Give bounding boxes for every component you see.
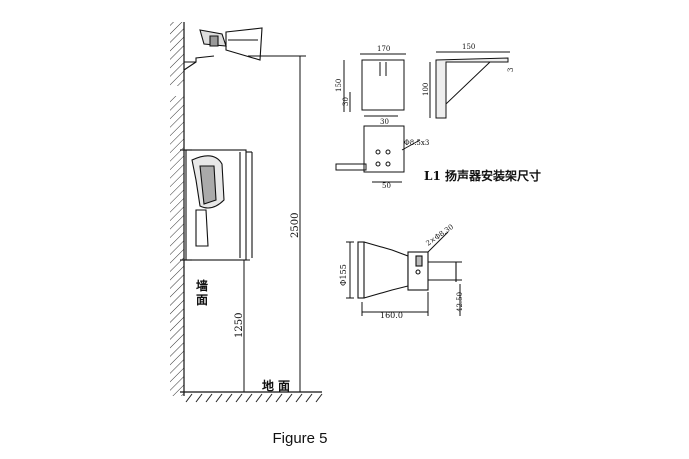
dim-total-height: 2500	[290, 213, 301, 238]
figure-caption: Figure 5	[272, 430, 328, 447]
dim-side-width: 150	[462, 43, 475, 51]
dim-horn-offset: 42.50	[456, 292, 464, 312]
horn-drawing	[357, 241, 462, 299]
horn-speaker-mounted	[183, 27, 263, 71]
dim-top-width: 170	[377, 45, 390, 53]
wall	[170, 22, 185, 396]
ground-label-2: 面	[278, 379, 290, 393]
bracket-front-view	[343, 53, 406, 117]
ground-label-1: 地	[262, 378, 274, 393]
dim-hole: Φ8.5x3	[404, 139, 429, 147]
wall-label-2: 面	[196, 293, 208, 307]
dim-bottom: 50	[382, 182, 391, 190]
dim-mount-height: 1250	[234, 313, 245, 338]
wall-label-1: 墙	[196, 278, 208, 293]
bracket-title: L1 扬声器安装架尺寸	[424, 168, 541, 183]
horn-dimension-lines	[346, 231, 461, 316]
dim-horn-diameter: Φ155	[339, 264, 348, 286]
bracket-top-view	[335, 125, 421, 183]
dim-horn-holes: 2×Φ8.30	[425, 223, 456, 248]
dim-height: 150	[335, 79, 343, 92]
ground	[180, 391, 323, 403]
dim-inner: 30	[342, 97, 350, 106]
dim-thickness: 3	[507, 68, 515, 72]
dim-inner-2: 30	[380, 118, 389, 126]
dim-horn-length: 160.0	[380, 311, 403, 320]
bracket-side-view	[429, 51, 510, 119]
telephone-box	[180, 149, 253, 261]
height-dimension-lines	[238, 55, 306, 392]
dim-bracket-height: 100	[422, 83, 430, 96]
